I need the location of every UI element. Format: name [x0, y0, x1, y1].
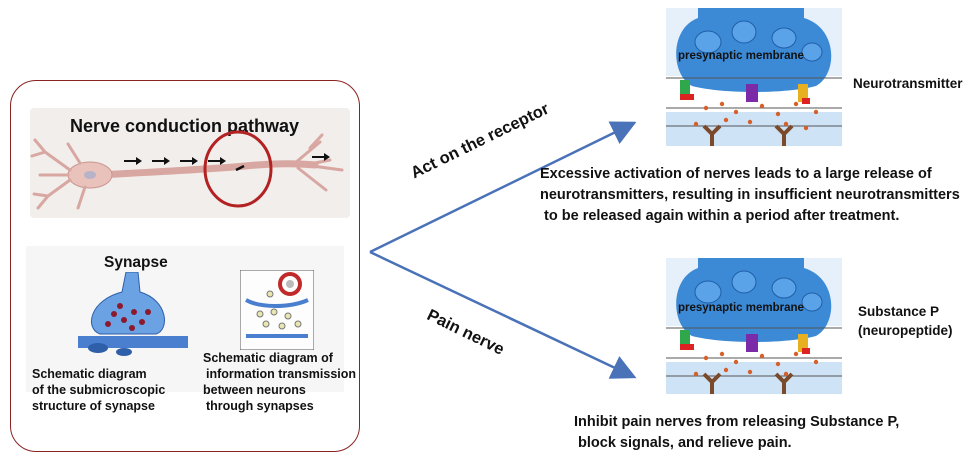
caption-line: through synapses	[206, 399, 314, 413]
lower-arrow	[369, 250, 637, 379]
neurotransmitter-label: Neurotransmitter	[853, 76, 963, 91]
bottom-description: Inhibit pain nerves from releasing Subst…	[574, 412, 899, 454]
substance-p-label: Substance P (neuropeptide)	[858, 302, 953, 340]
upper-arrow	[369, 121, 637, 254]
caption-line: structure of synapse	[32, 399, 155, 413]
caption-line: of the submicroscopic	[32, 383, 166, 397]
substance-p-line: Substance P	[858, 304, 940, 319]
caption-line: between neurons	[203, 383, 306, 397]
neuron-illustration	[30, 130, 344, 210]
substance-p-line: (neuropeptide)	[858, 323, 953, 338]
bottom-membrane-label: presynaptic membrane	[678, 302, 804, 314]
caption-transmission: Schematic diagram of information transmi…	[203, 350, 356, 414]
synapse-transmission-illustration	[240, 270, 314, 350]
synapse-structure-illustration	[78, 272, 188, 356]
top-synapse-illustration	[666, 8, 842, 146]
top-membrane-label: presynaptic membrane	[678, 50, 804, 62]
description-line: Excessive activation of nerves leads to …	[540, 166, 932, 182]
bottom-synapse-illustration	[666, 258, 842, 394]
description-line: neurotransmitters, resulting in insuffic…	[540, 187, 960, 203]
top-description: Excessive activation of nerves leads to …	[540, 164, 960, 227]
caption-line: Schematic diagram of	[203, 351, 333, 365]
caption-line: Schematic diagram	[32, 367, 147, 381]
synapse-title: Synapse	[104, 254, 168, 271]
description-line: to be released again within a period aft…	[540, 208, 900, 224]
description-line: block signals, and relieve pain.	[574, 435, 792, 451]
caption-line: information transmission	[206, 367, 357, 381]
caption-submicroscopic: Schematic diagram of the submicroscopic …	[32, 366, 165, 414]
description-line: Inhibit pain nerves from releasing Subst…	[574, 414, 900, 430]
